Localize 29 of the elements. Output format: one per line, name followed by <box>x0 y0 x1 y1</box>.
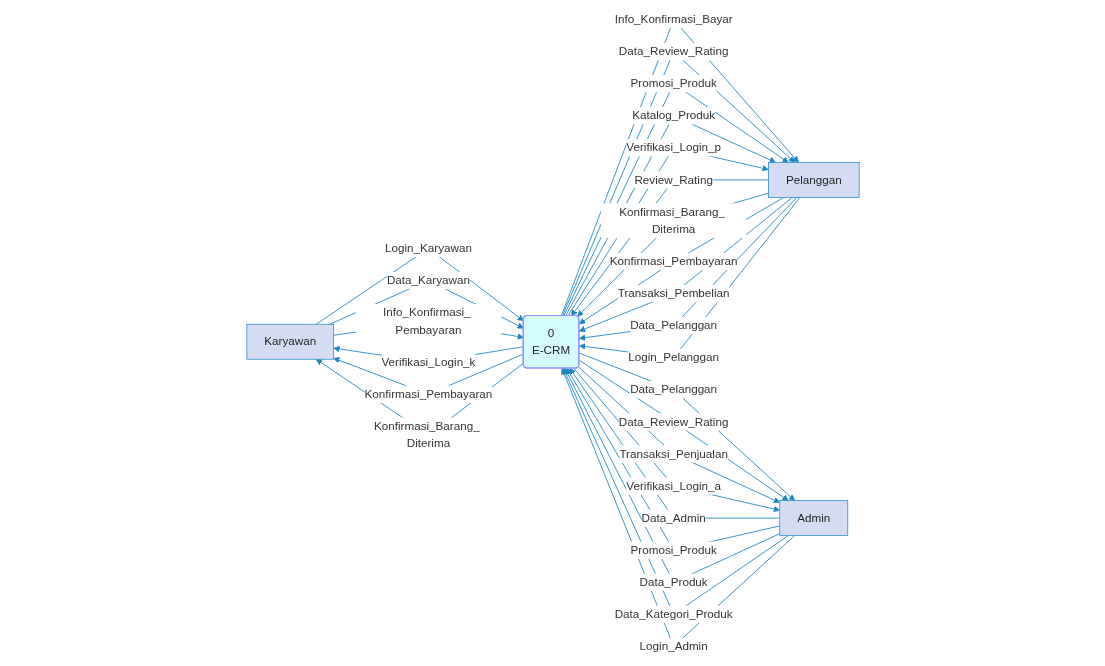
edge-label: Info_Konfirmasi_ Pembayaran <box>382 306 471 336</box>
edge-label: Info_Konfirmasi_Bayar <box>614 13 733 26</box>
edge-label: Data_Pelanggan <box>629 319 717 332</box>
node-box: Karyawan <box>245 323 334 360</box>
edge-label: Promosi_Produk <box>630 543 717 557</box>
edge-label: Data_Pelanggan <box>629 383 717 396</box>
edge-label: Transaksi_Pembelian <box>617 287 729 300</box>
edge-label: Login_Admin <box>639 639 708 653</box>
edge-label: Konfirmasi_Pembayaran <box>609 255 737 268</box>
edge-label: Konfirmasi_Barang_ Diterima <box>373 419 480 450</box>
edge-label: Data_Kategori_Produk <box>614 607 733 621</box>
edge-label: Data_Admin <box>641 511 706 524</box>
edge-label: Login_Pelanggan <box>627 351 719 364</box>
edge-label: Data_Review_Rating <box>618 45 728 58</box>
edge-label: Review_Rating <box>633 173 713 186</box>
edge-label: Katalog_Produk <box>631 109 715 122</box>
edge-label: Konfirmasi_Barang_ Diterima <box>618 205 725 236</box>
edge-label: Verifikasi_Login_k <box>380 355 475 368</box>
edge-label: Data_Karyawan <box>386 273 470 287</box>
node-box: Pelanggan <box>767 162 859 198</box>
edge-label: Promosi_Produk <box>630 77 717 90</box>
edge-label: Verifikasi_Login_p <box>625 141 721 154</box>
edge-label: Login_Karyawan <box>384 241 472 255</box>
edge-label: Data_Review_Rating <box>618 415 728 428</box>
edge-label: Konfirmasi_Pembayaran <box>364 387 492 401</box>
edge-label: Transaksi_Penjualan <box>618 447 728 460</box>
edge-label: Data_Produk <box>639 575 708 589</box>
edge-label: Verifikasi_Login_a <box>625 479 721 492</box>
node-box: Admin <box>778 500 848 536</box>
